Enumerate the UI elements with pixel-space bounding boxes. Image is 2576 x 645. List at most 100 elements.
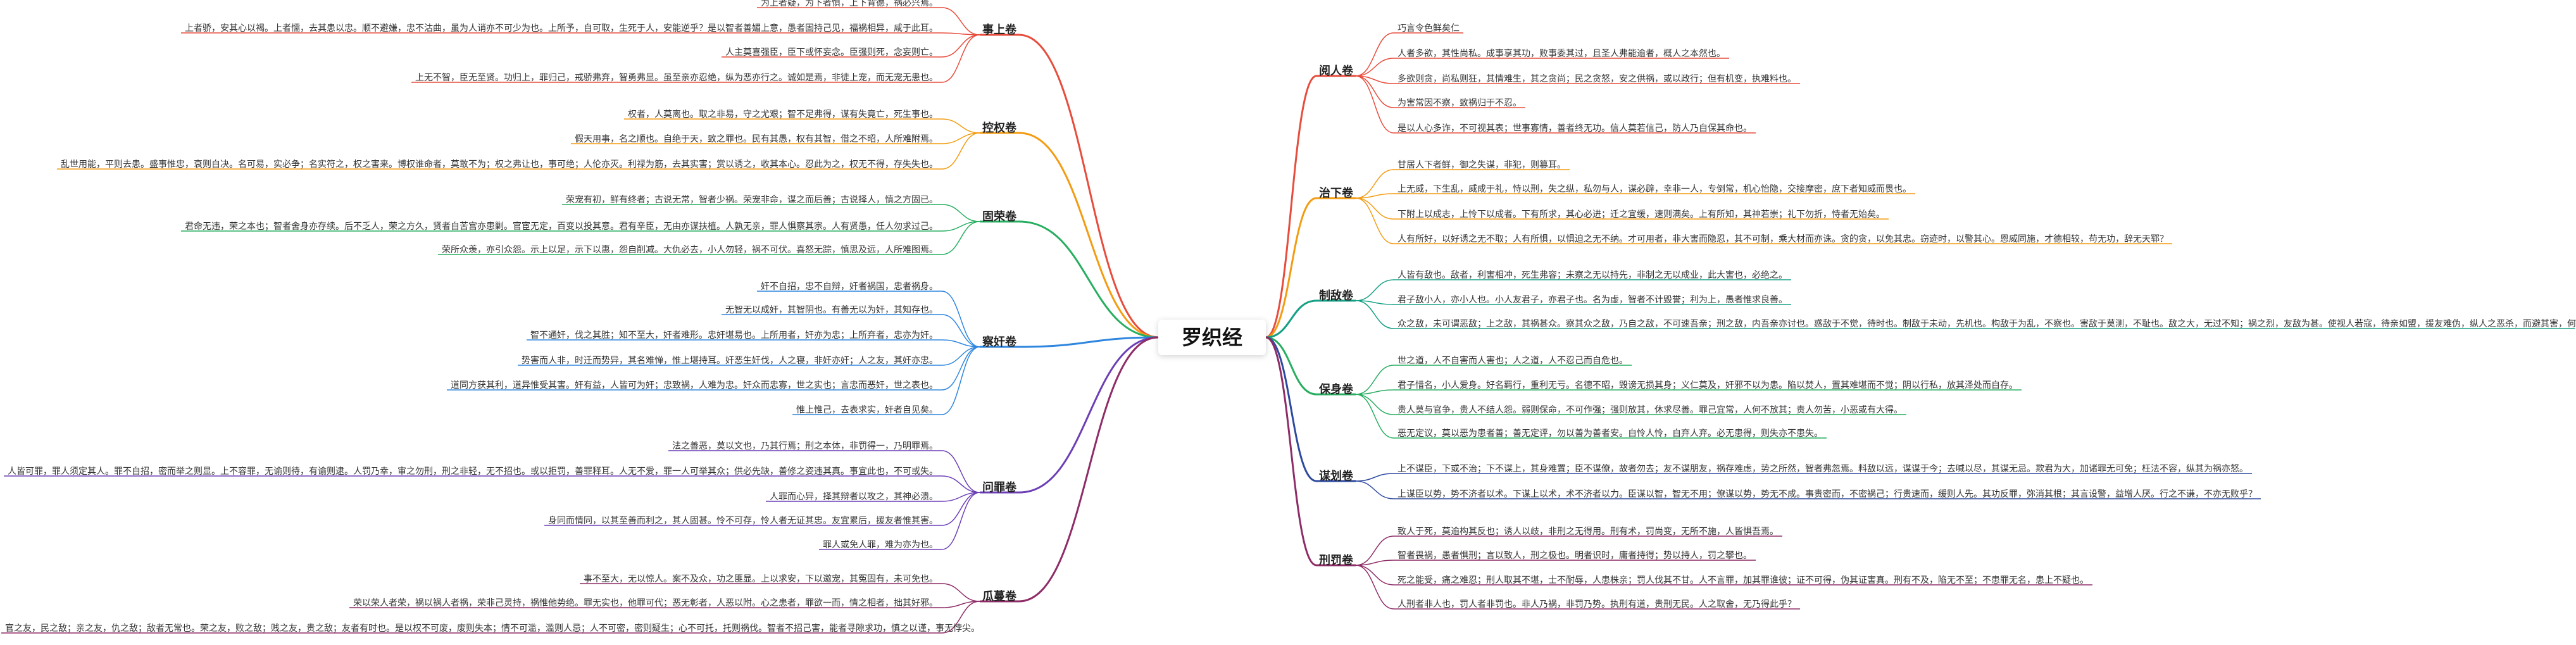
leaf-node[interactable]: 势害而人非，时迁而势异，其名难惮，惟上堪持耳。奸恶生奸伐，人之寝，非奸亦奸；人之… — [522, 356, 938, 366]
leaf-node[interactable]: 上者骄，安其心以褐。上者懦，去其患以忠。顺不避嫌，忠不沽曲，虽为人诮亦不可少为也… — [185, 23, 938, 34]
leaf-node[interactable]: 君子敌小人，亦小人也。小人友君子，亦君子也。名为虚，智者不计毁誉；利为上，愚者惟… — [1397, 295, 1787, 305]
leaf-node[interactable]: 为上者疑，为下者惧，上下背德，祸必兴焉。 — [761, 0, 938, 8]
root-node[interactable]: 罗织经 — [1158, 320, 1266, 355]
leaf-node[interactable]: 假天用事，名之顺也。自绝于天，致之罪也。民有其愚，权有其智，借之不昭，人所难附焉… — [575, 134, 938, 144]
leaf-node[interactable]: 人主莫喜强臣，臣下或怀妄念。臣强则死，念妄则亡。 — [725, 47, 938, 58]
leaf-node[interactable]: 人皆可罪，罪人须定其人。罪不自招，密而举之则显。上不容罪，无谕则待，有谕则逮。人… — [8, 467, 938, 477]
branch-leaf-connector — [1355, 169, 1394, 199]
leaf-node[interactable]: 致人于死，莫逾构其反也；诱人以歧，非刑之无得用。刑有术，罚尚变，无所不施，人皆惧… — [1397, 527, 1779, 537]
branch-node[interactable]: 谋划卷 — [1319, 470, 1353, 483]
leaf-node[interactable]: 上无威，下生乱，威成于礼，恃以刑，失之纵，私勿与人，谋必辟，幸非一人，专倒常，机… — [1397, 184, 1911, 194]
root-branch-connector — [1018, 132, 1159, 339]
leaf-node[interactable]: 甘居人下者鲜，御之失谋，非犯，则篡耳。 — [1397, 160, 1566, 170]
branch-leaf-connector — [941, 601, 980, 634]
leaf-node[interactable]: 权者，人莫离也。取之非易，守之尤艰；智不足弗得，谋有失竟亡，死生事也。 — [628, 110, 938, 120]
branch-leaf-connector — [941, 204, 980, 222]
branch-leaf-connector — [941, 314, 980, 348]
branch-node[interactable]: 阅人卷 — [1319, 65, 1353, 78]
leaf-node[interactable]: 君子惜名，小人爱身。好名羁行，重利无亏。名德不昭，毁谤无损其身；义仁莫及，奸邪不… — [1397, 380, 2018, 391]
leaf-node[interactable]: 事不至大，无以惊人。案不及众，功之匪显。上以求安，下以邀宠，其冤固有，未可免也。 — [584, 574, 938, 584]
branch-leaf-connector — [1355, 389, 1394, 395]
branch-leaf-connector — [1355, 565, 1394, 586]
root-branch-connector — [1018, 34, 1159, 339]
branch-leaf-connector — [1355, 32, 1394, 77]
leaf-node[interactable]: 是以人心多诈，不可视其表；世事寡情，善者终无功。信人莫若信己，防人乃自保其命也。 — [1397, 123, 1752, 134]
root-branch-connector — [1018, 336, 1159, 348]
leaf-node[interactable]: 乱世用能，平则去患。盛事惟忠，衰则自决。名可易，实必争；名实符之，权之害来。博权… — [61, 160, 938, 170]
branch-node[interactable]: 控权卷 — [982, 122, 1016, 135]
branch-node[interactable]: 制敌卷 — [1319, 289, 1353, 303]
branch-node[interactable]: 固荣卷 — [982, 210, 1016, 223]
leaf-node[interactable]: 人刑者非人也，罚人者非罚也。非人乃祸，非罚乃势。执刑有道，贵刑无民。人之取舍，无… — [1397, 599, 1796, 610]
leaf-node[interactable]: 法之善恶，莫以文也，乃其行焉；刑之本体，非罚得一，乃明罪焉。 — [672, 441, 938, 451]
leaf-node[interactable]: 奸不自招，忠不自辩，奸者祸国，忠者祸身。 — [761, 282, 938, 292]
leaf-node[interactable]: 智不通奸，伐之其胜；知不至大，奸者难形。忠奸堪易也。上所用者，奸亦为忠；上所弃者… — [530, 330, 938, 341]
leaf-node[interactable]: 罪人或免人罪，难为亦为也。 — [823, 540, 938, 550]
leaf-node[interactable]: 上谋臣以势，势不济者以术。下谋上以术，术不济者以力。臣谋以智，智无不用；僚谋以势… — [1397, 489, 2257, 499]
leaf-node[interactable]: 智者畏祸，愚者惧刑；言以致人，刑之极也。明者识时，庸者持得；势以持人，罚之攀也。 — [1397, 551, 1752, 561]
branch-leaf-connector — [1355, 75, 1394, 84]
leaf-node[interactable]: 上无不智，臣无至贤。功归上，罪归己，戒骄弗弃，智勇弗显。虽至亲亦忍绝，纵为恶亦行… — [415, 73, 938, 83]
branch-leaf-connector — [1355, 197, 1394, 244]
branch-leaf-connector — [1355, 75, 1394, 108]
branch-leaf-connector — [941, 492, 980, 550]
leaf-node[interactable]: 荣以荣人者荣，祸以祸人者祸，荣非己灵持，祸惟他势绝。罪无实也，他罪可代；恶无彰者… — [353, 598, 938, 608]
branch-node[interactable]: 问罪卷 — [982, 481, 1016, 494]
leaf-node[interactable]: 道同方获其利，道异惟受其害。奸有益，人皆可为奸；忠致祸，人难为忠。奸众而忠寡，世… — [451, 380, 938, 391]
branch-leaf-connector — [1355, 560, 1394, 566]
branch-node[interactable]: 察奸卷 — [982, 335, 1016, 349]
leaf-node[interactable]: 人者多欲，其性尚私。成事享其功，败事委其过，且圣人弗能逾者，概人之本然也。 — [1397, 49, 1725, 59]
leaf-node[interactable]: 君命无违，荣之本也；智者舍身亦存续。后不乏人，荣之方久，贤者自苦宫亦患剿。官宦无… — [185, 222, 938, 232]
branch-leaf-connector — [941, 601, 980, 608]
leaf-node[interactable]: 荣宠有初，鲜有终者；古说无常，智者少祸。荣宠非命，谋之而后善；古说择人，慎之方固… — [566, 195, 938, 205]
leaf-node[interactable]: 下附上以成志，上怜下以成者。下有所求，其心必进；迁之宜缓，速则满矣。上有所知，其… — [1397, 210, 1885, 220]
branch-node[interactable]: 治下卷 — [1319, 187, 1353, 200]
branch-leaf-connector — [1355, 565, 1394, 610]
leaf-node[interactable]: 惟上惟己，去表求实，奸者自见矣。 — [796, 405, 938, 415]
leaf-node[interactable]: 巧言令色鲜矣仁 — [1397, 23, 1460, 34]
branch-leaf-connector — [941, 346, 980, 366]
branch-node[interactable]: 保身卷 — [1319, 383, 1353, 396]
branch-leaf-connector — [941, 492, 980, 502]
branch-leaf-connector — [1355, 394, 1394, 439]
branch-leaf-connector — [941, 221, 980, 255]
branch-leaf-connector — [941, 7, 980, 35]
leaf-node[interactable]: 为害常因不察，致祸归于不忍。 — [1397, 98, 1522, 108]
branch-node[interactable]: 事上卷 — [982, 23, 1016, 37]
branch-leaf-connector — [941, 132, 980, 144]
leaf-node[interactable]: 身同而情同，以其至善而利之，其人固甚。怜不可存，怜人者无证其忠。友宜累后，援友者… — [548, 516, 938, 526]
leaf-node[interactable]: 无智无以成奸，其智阴也。有善无以为奸，其知存也。 — [725, 305, 938, 315]
leaf-node[interactable]: 官之友，民之敌；亲之友，仇之敌；敌者无常也。荣之友，败之敌；贱之友，贵之敌；友者… — [5, 623, 980, 634]
branch-leaf-connector — [941, 118, 980, 134]
branch-leaf-connector — [941, 492, 980, 526]
root-branch-connector — [1265, 336, 1317, 567]
branch-leaf-connector — [1355, 193, 1394, 199]
branch-leaf-connector — [941, 346, 980, 415]
branch-leaf-connector — [1355, 300, 1394, 305]
branch-node[interactable]: 刑罚卷 — [1319, 554, 1353, 567]
leaf-node[interactable]: 贵人莫与官争，贵人不结人怨。弱则保命，不可作强；强则放其，休求尽善。罪己宜常，人… — [1397, 405, 1903, 415]
root-branch-connector — [1265, 197, 1317, 339]
leaf-node[interactable]: 世之道，人不自害而人害也；人之道，人不忍己而自危也。 — [1397, 356, 1628, 366]
branch-leaf-connector — [1355, 535, 1394, 566]
leaf-node[interactable]: 人罪而心异，择其辩者以攻之，其神必溃。 — [770, 492, 938, 502]
leaf-node[interactable]: 死之能受，痛之难忍；刑人取其不堪，士不耐辱，人患株亲；罚人伐其不甘。人不言罪，加… — [1397, 575, 2089, 586]
leaf-node[interactable]: 荣所众羡，亦引众怨。示上以足，示下以惠，怨自削减。大仇必去，小人勿轻，祸不可伏。… — [442, 245, 938, 255]
leaf-node[interactable]: 上不谋臣，下或不治；下不谋上，其身难置；臣不谋僚，故者勿去；友不谋朋友，祸存难虑… — [1397, 464, 2248, 474]
branch-leaf-connector — [1355, 197, 1394, 220]
branch-node[interactable]: 瓜蔓卷 — [982, 590, 1016, 603]
branch-leaf-connector — [1355, 394, 1394, 415]
leaf-node[interactable]: 人有所好，以好诱之无不取；人有所惧，以惧迫之无不纳。才可用者，非大害而隐忍，其不… — [1397, 234, 2168, 244]
branch-leaf-connector — [1355, 300, 1394, 329]
branch-leaf-connector — [1355, 480, 1394, 499]
branch-leaf-connector — [941, 221, 980, 232]
branch-leaf-connector — [1355, 279, 1394, 301]
leaf-node[interactable]: 恶无定议，莫以恶为患者善；善无定评，勿以善为善者安。自怜人怜，自弃人弃。必无患得… — [1397, 429, 1823, 439]
branch-leaf-connector — [941, 475, 980, 493]
leaf-node[interactable]: 人皆有敌也。敌者，利害相冲，死生弗容；未察之无以持先，非制之无以成业，此大害也，… — [1397, 270, 1787, 280]
branch-leaf-connector — [1355, 365, 1394, 395]
branch-leaf-connector — [941, 132, 980, 170]
leaf-node[interactable]: 众之敌，未可谓恶敌；上之敌，其祸甚众。察其众之敌，乃自之敌，不可速吾亲；刑之敌，… — [1397, 319, 2576, 329]
leaf-node[interactable]: 多欲则贪，尚私则狂，其情难生，其之贪尚；民之贪怒，安之供祸，或以政行；但有机变，… — [1397, 74, 1796, 84]
branch-leaf-connector — [941, 291, 980, 348]
